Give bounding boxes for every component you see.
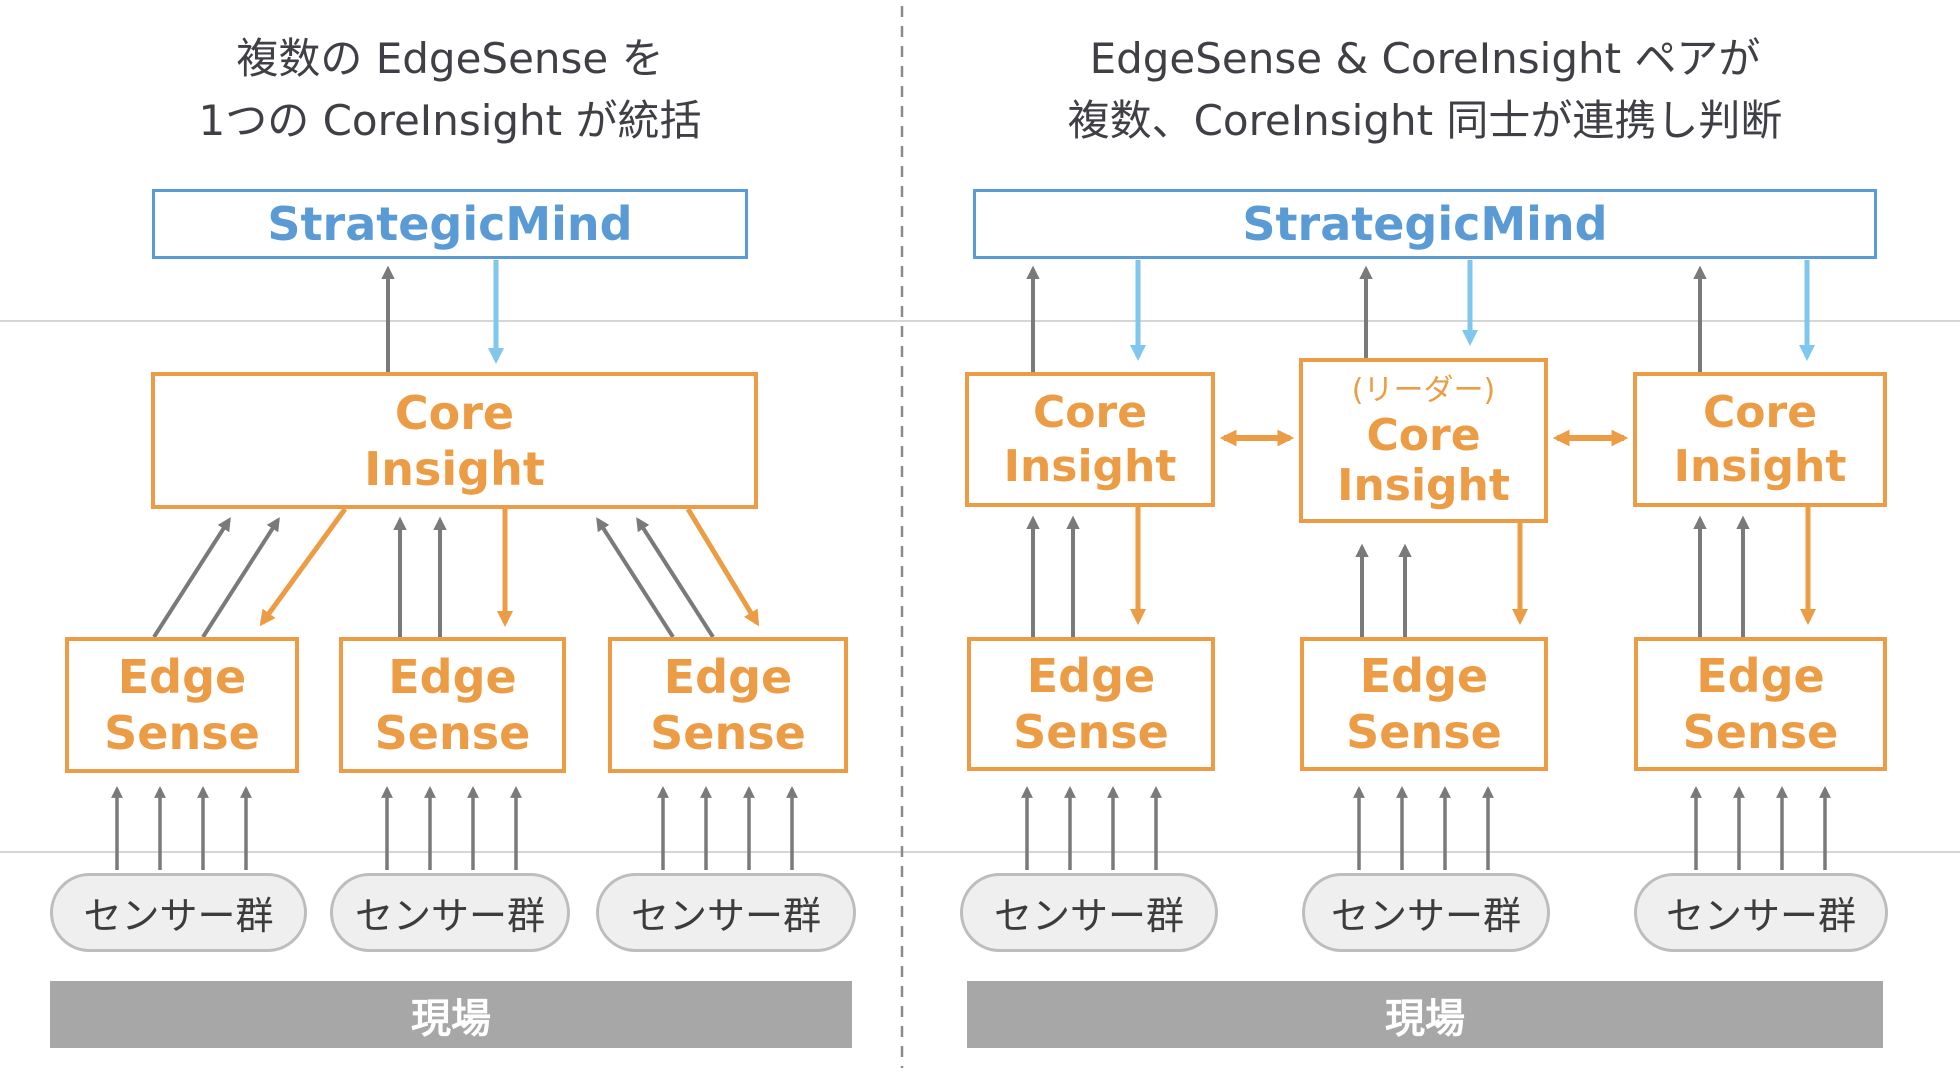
right-sensor-arrows [1021,786,1831,870]
core-insight-label-line2: Insight [364,441,545,496]
edge-sense-label-line1: Edge [117,650,247,704]
field-label: 現場 [411,995,491,1042]
right-core-insight-box-1: Core Insight [965,372,1215,507]
sensor-group-label: センサー群 [993,894,1184,938]
left-sensor-group-2: センサー群 [330,873,570,952]
core-insight-label-line1: Core [1032,386,1148,438]
right-sensor-group-2: センサー群 [1302,873,1550,952]
sensor-group-label: センサー群 [630,894,821,938]
edge-sense-label-line1: Edge [1359,649,1489,703]
right-core-insight-box-3: Core Insight [1633,372,1887,507]
right-core-edge-arrows [1026,507,1817,637]
right-title-line2: 複数、CoreInsight 同士が連携し判断 [1067,96,1783,145]
left-sensor-arrows [111,786,798,870]
edge-sense-label-line2: Sense [1013,705,1169,759]
edge-sense-label-line1: Edge [388,650,517,704]
core-insight-label-line2: Insight [1003,440,1177,492]
edge-sense-label-line1: Edge [663,650,793,704]
left-edge-sense-box-2: Edge Sense [339,637,566,773]
left-sensor-group-1: センサー群 [50,873,307,952]
left-title-line2: 1つの CoreInsight が統括 [198,96,702,145]
strategic-mind-label: StrategicMind [1242,197,1608,251]
right-edge-sense-box-2: Edge Sense [1300,637,1548,771]
right-edge-sense-box-1: Edge Sense [967,637,1215,771]
left-strategic-core-arrows [381,260,505,372]
edge-sense-label-line1: Edge [1026,649,1156,703]
left-core-insight-box: Core Insight [151,372,758,509]
core-insight-label-line1: Core [1366,409,1481,461]
left-title-line1: 複数の EdgeSense を [236,34,664,83]
core-insight-label-line2: Insight [1673,440,1847,492]
sensor-group-label: センサー群 [354,894,545,938]
core-insight-label-line2: Insight [1337,459,1510,511]
field-label: 現場 [1385,995,1465,1042]
right-core-insight-leader-box: (リーダー) Core Insight [1299,358,1548,523]
right-title-line1: EdgeSense & CoreInsight ペアが [1089,34,1761,83]
left-strategic-mind-box: StrategicMind [152,189,748,259]
right-sensor-group-1: センサー群 [960,873,1218,952]
left-core-edge-arrows [152,507,760,639]
core-insight-label-line1: Core [394,385,515,440]
right-edge-sense-box-3: Edge Sense [1634,637,1887,771]
edge-sense-label-line2: Sense [374,706,531,760]
left-sensor-group-3: センサー群 [596,873,856,952]
right-field-bar: 現場 [967,981,1883,1048]
edge-sense-label-line1: Edge [1696,649,1825,703]
right-strategic-mind-box: StrategicMind [973,189,1877,259]
sensor-group-label: センサー群 [1330,894,1521,938]
edge-sense-label-line2: Sense [650,706,806,760]
layer-separator-lines [0,320,1960,853]
left-edge-sense-box-1: Edge Sense [65,637,299,773]
left-panel-title: 複数の EdgeSense を 1つの CoreInsight が統括 [60,28,840,152]
strategic-mind-label: StrategicMind [267,197,633,251]
left-edge-sense-box-3: Edge Sense [608,637,848,773]
right-strategic-core-arrows [1026,260,1816,372]
sensor-group-label: センサー群 [83,894,274,938]
right-sensor-group-3: センサー群 [1634,873,1888,952]
sensor-group-label: センサー群 [1665,894,1856,938]
leader-label: (リーダー) [1351,372,1496,408]
core-insight-label-line1: Core [1702,386,1818,438]
edge-sense-label-line2: Sense [1682,705,1839,759]
left-field-bar: 現場 [50,981,852,1048]
edge-sense-label-line2: Sense [104,706,260,760]
edge-sense-label-line2: Sense [1346,705,1502,759]
right-panel-title: EdgeSense & CoreInsight ペアが 複数、CoreInsig… [935,28,1915,152]
